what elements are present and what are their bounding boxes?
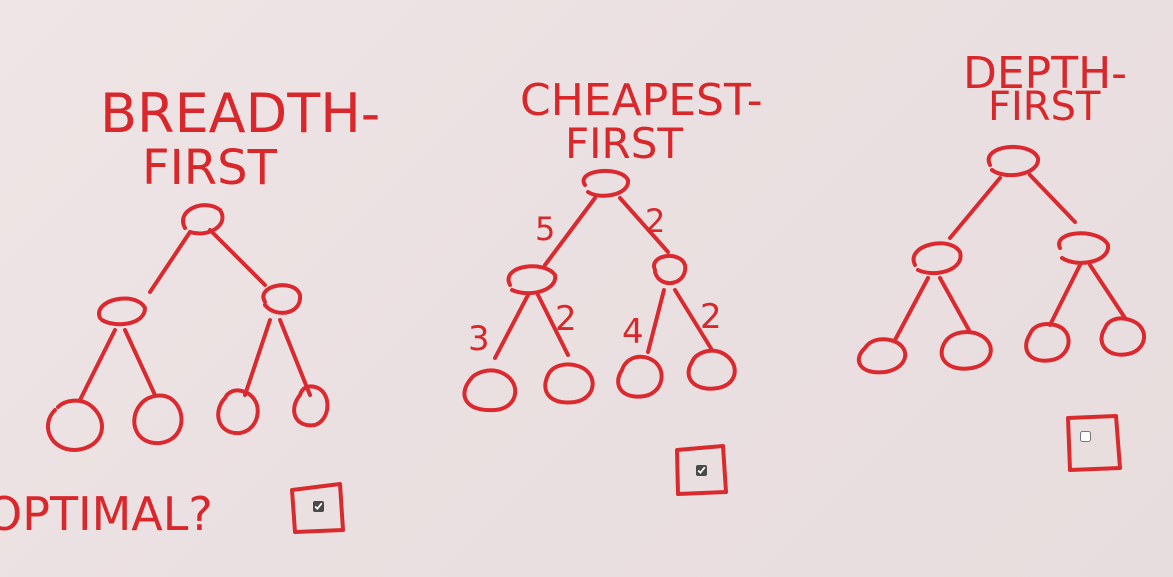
tree-edge bbox=[536, 293, 570, 357]
tree-edge bbox=[123, 328, 157, 397]
tree-edge bbox=[893, 276, 930, 342]
tree-node bbox=[911, 241, 963, 276]
breadth-first-title-line1: BREADTH- bbox=[100, 82, 380, 145]
tree-node bbox=[686, 348, 737, 391]
tree-node bbox=[462, 368, 518, 413]
tree-edge bbox=[948, 176, 1002, 240]
depth-first-title-line2: FIRST bbox=[988, 84, 1101, 130]
tree-node bbox=[616, 354, 664, 399]
tree-node bbox=[181, 203, 225, 236]
depth-first-tree bbox=[857, 144, 1146, 375]
depth-first-title-line1: DEPTH- bbox=[963, 48, 1127, 99]
depth-first-checkbox-frame bbox=[1066, 414, 1122, 472]
edge-cost-left-right: 2 bbox=[555, 299, 577, 339]
tree-edge bbox=[493, 293, 530, 360]
tree-node bbox=[132, 393, 184, 446]
cheapest-first-tree bbox=[462, 168, 737, 413]
tree-edge bbox=[208, 228, 267, 287]
tree-node bbox=[1024, 322, 1071, 363]
tree-node bbox=[1057, 231, 1110, 265]
depth-first-optimal-checkbox[interactable] bbox=[1080, 431, 1091, 442]
breadth-first-tree bbox=[45, 203, 330, 452]
tree-edge bbox=[148, 230, 192, 294]
tree-edge bbox=[646, 288, 666, 354]
tree-node bbox=[261, 283, 302, 315]
edge-cost-root-left: 5 bbox=[535, 210, 555, 248]
edge-cost-right-right: 2 bbox=[700, 297, 722, 337]
cheapest-first-title-line1: CHEAPEST- bbox=[520, 75, 763, 126]
edge-cost-right-left: 4 bbox=[622, 312, 644, 352]
tree-edge bbox=[543, 196, 597, 267]
tree-edge bbox=[1088, 263, 1127, 320]
tree-edge bbox=[618, 196, 670, 254]
tree-node bbox=[543, 362, 595, 405]
edge-cost-left-left: 3 bbox=[468, 319, 490, 359]
breadth-first-title-line2: FIRST bbox=[142, 140, 278, 196]
cheapest-first-optimal-checkbox[interactable] bbox=[696, 465, 707, 476]
tree-edge bbox=[78, 328, 117, 402]
tree-edge bbox=[1028, 173, 1077, 224]
tree-edge bbox=[278, 318, 312, 397]
optimal-question-label: OPTIMAL? bbox=[0, 487, 213, 541]
tree-node bbox=[652, 253, 688, 286]
tree-edge bbox=[1048, 263, 1082, 327]
breadth-first-checkbox-frame bbox=[290, 482, 345, 534]
tree-node bbox=[292, 384, 330, 428]
tree-node bbox=[506, 264, 558, 296]
tree-node bbox=[986, 144, 1040, 178]
breadth-first-optimal-checkbox[interactable] bbox=[313, 501, 324, 512]
edge-cost-root-right: 2 bbox=[645, 202, 665, 240]
tree-edge bbox=[243, 318, 272, 397]
tree-node bbox=[97, 296, 147, 327]
tree-node bbox=[581, 168, 630, 198]
tree-node bbox=[216, 388, 260, 436]
cheapest-first-title-line2: FIRST bbox=[565, 119, 683, 168]
tree-edge bbox=[938, 276, 972, 334]
cheapest-first-checkbox-frame bbox=[675, 444, 728, 496]
tree-node bbox=[857, 337, 908, 375]
tree-node bbox=[939, 330, 993, 371]
tree-edge bbox=[673, 288, 714, 352]
tree-node bbox=[1099, 316, 1146, 357]
tree-node bbox=[45, 398, 104, 452]
